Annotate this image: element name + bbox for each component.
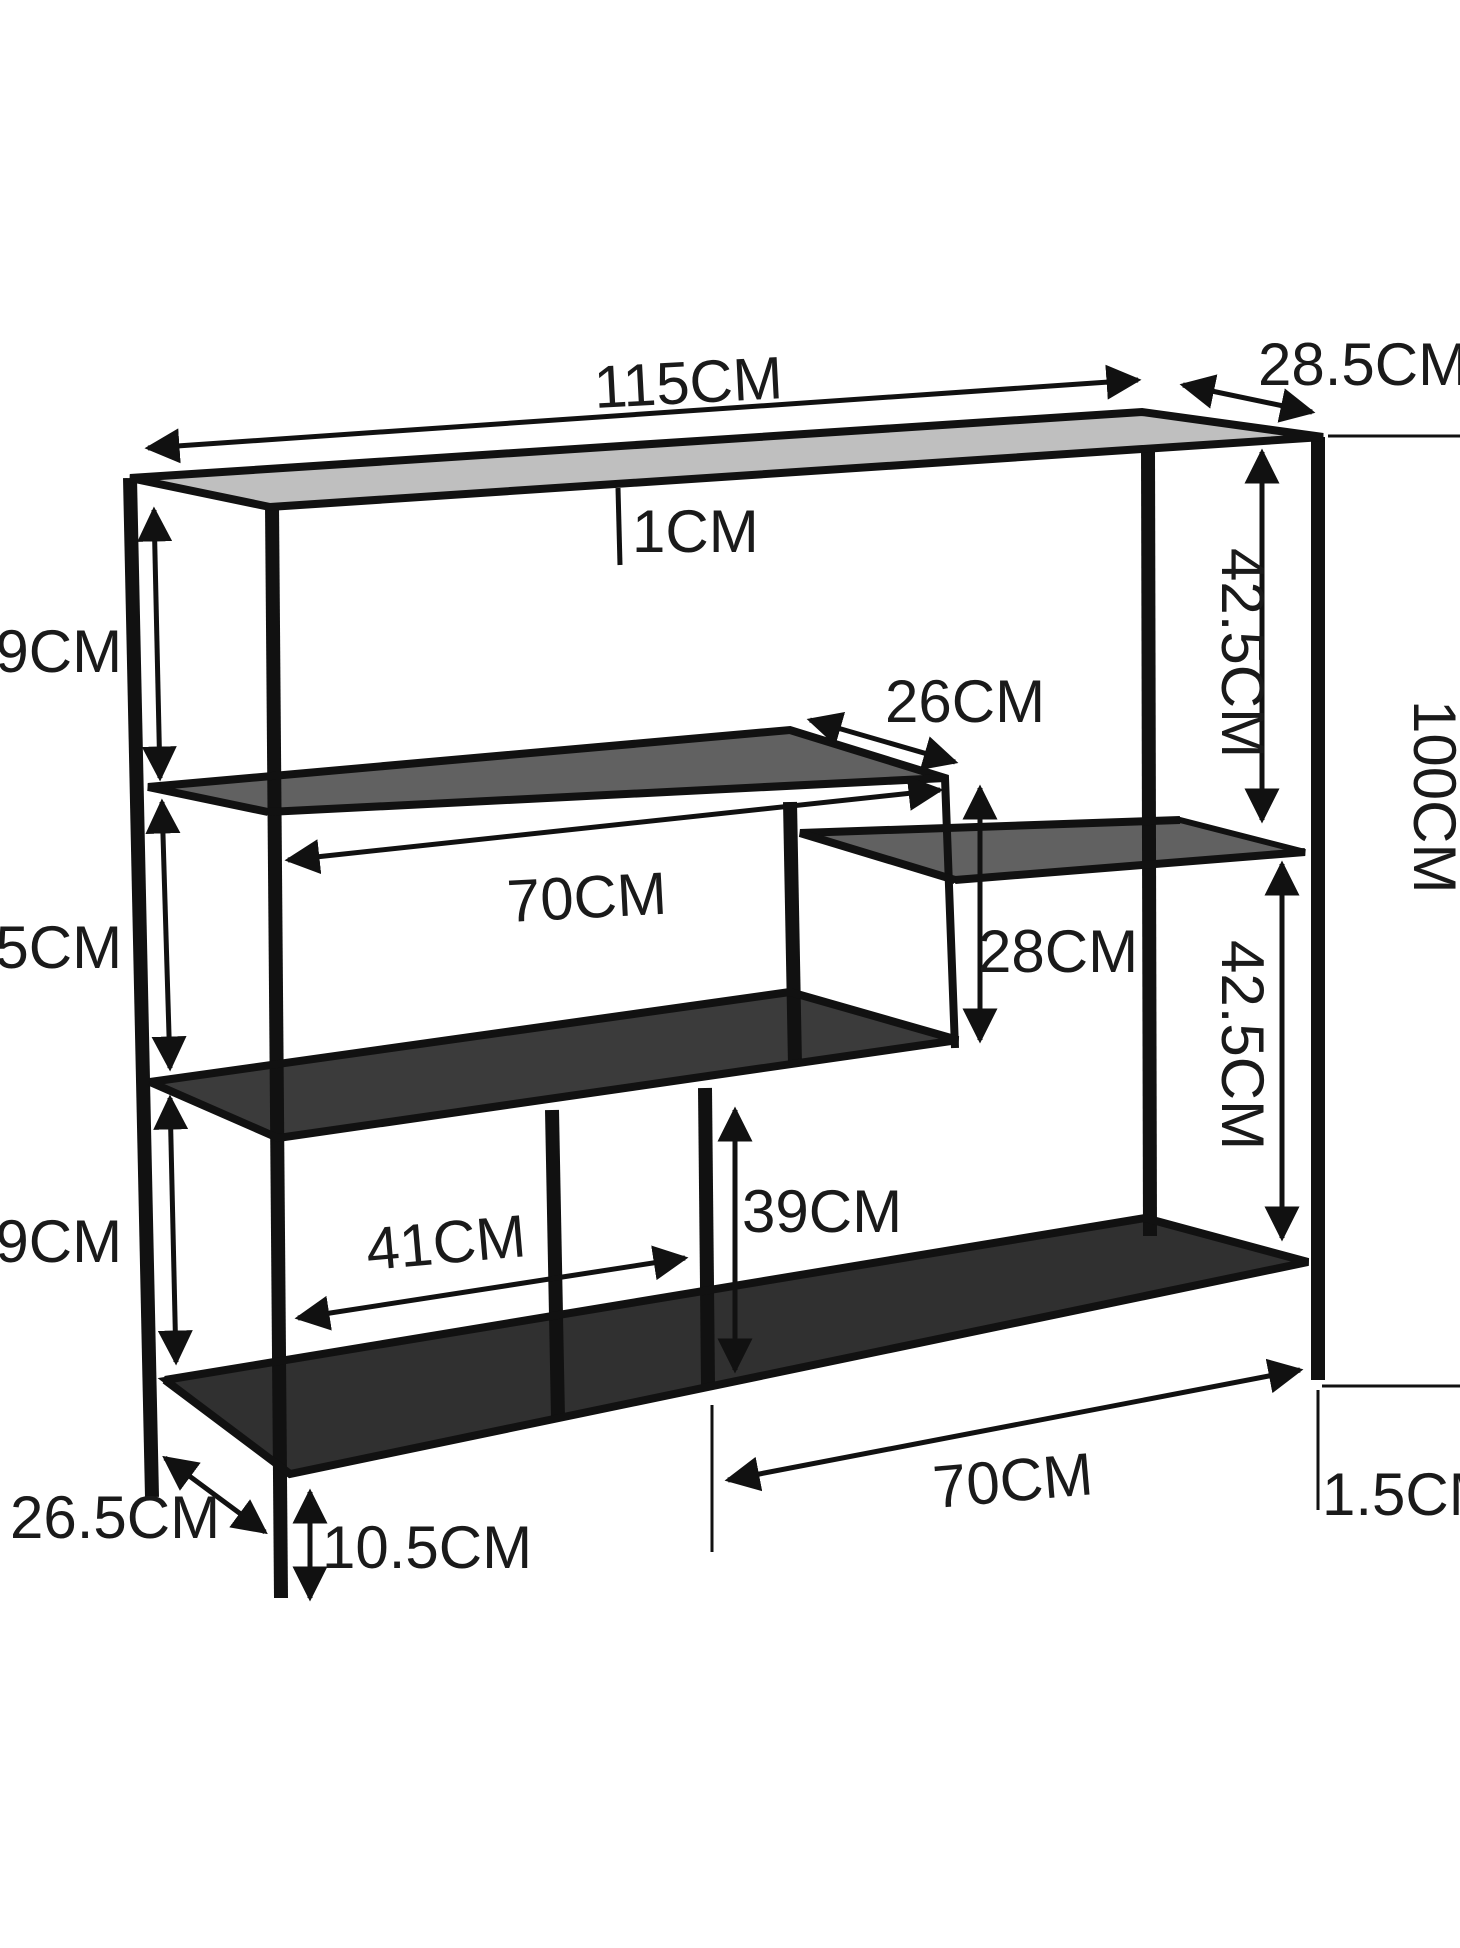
left-gap-top-arrow	[137, 506, 177, 782]
foot-offset-label: 1.5CM	[1322, 1461, 1460, 1528]
dimension-labels: 115CM 28.5CM 1CM 29CM 25CM 29CM 42.5CM 4…	[0, 331, 1460, 1581]
bottom-depth-arrow	[162, 1455, 268, 1535]
left-gap-top-label: 29CM	[0, 618, 122, 685]
overall-width-arrow	[144, 364, 1142, 464]
inner-divider-upper	[783, 801, 802, 1066]
left-gap-middle-label: 25CM	[0, 914, 122, 981]
lower-divider-right	[698, 1087, 715, 1386]
upper-left-shelf-front-rail	[147, 783, 269, 816]
back-left-post	[123, 477, 159, 1498]
top-thickness-label: 1CM	[632, 498, 759, 565]
inner-height-label: 28CM	[978, 918, 1138, 985]
inner-width-arrow	[284, 775, 944, 875]
depth-top-arrow	[1179, 374, 1316, 423]
right-gap-top-label: 42.5CM	[1209, 548, 1276, 758]
bottom-width-label: 70CM	[930, 1440, 1095, 1521]
front-left-post	[265, 504, 288, 1599]
inner-width-label: 70CM	[505, 860, 668, 935]
top-thickness-tick	[615, 487, 623, 566]
bottom-width-arrow	[724, 1358, 1304, 1492]
front-right-post	[1141, 449, 1157, 1237]
right-shelf-front-rail	[954, 848, 1306, 884]
left-gap-middle-arrow	[145, 798, 187, 1072]
bottom-compartment-width-arrow	[294, 1245, 689, 1331]
bottom-shelf-rail	[162, 1213, 1310, 1479]
bottom-compartment-height-label: 39CM	[742, 1178, 902, 1245]
depth-top-label: 28.5CM	[1258, 331, 1460, 398]
lower-shelf-rail	[148, 987, 960, 1143]
overall-width-label: 115CM	[592, 344, 784, 421]
bottom-compartment-width-label: 41CM	[363, 1202, 528, 1283]
left-gap-bottom-label: 29CM	[0, 1208, 122, 1275]
lower-divider-left	[545, 1109, 565, 1419]
bottom-depth-label: 26.5CM	[10, 1484, 220, 1551]
leg-height-label: 10.5CM	[322, 1514, 532, 1581]
right-gap-bottom-label: 42.5CM	[1209, 940, 1276, 1150]
dimension-lines	[137, 364, 1460, 1602]
inner-depth-arrow	[806, 711, 959, 771]
overall-height-label: 100CM	[1401, 700, 1460, 893]
inner-depth-label: 26CM	[885, 668, 1045, 735]
left-gap-bottom-arrow	[153, 1094, 193, 1366]
